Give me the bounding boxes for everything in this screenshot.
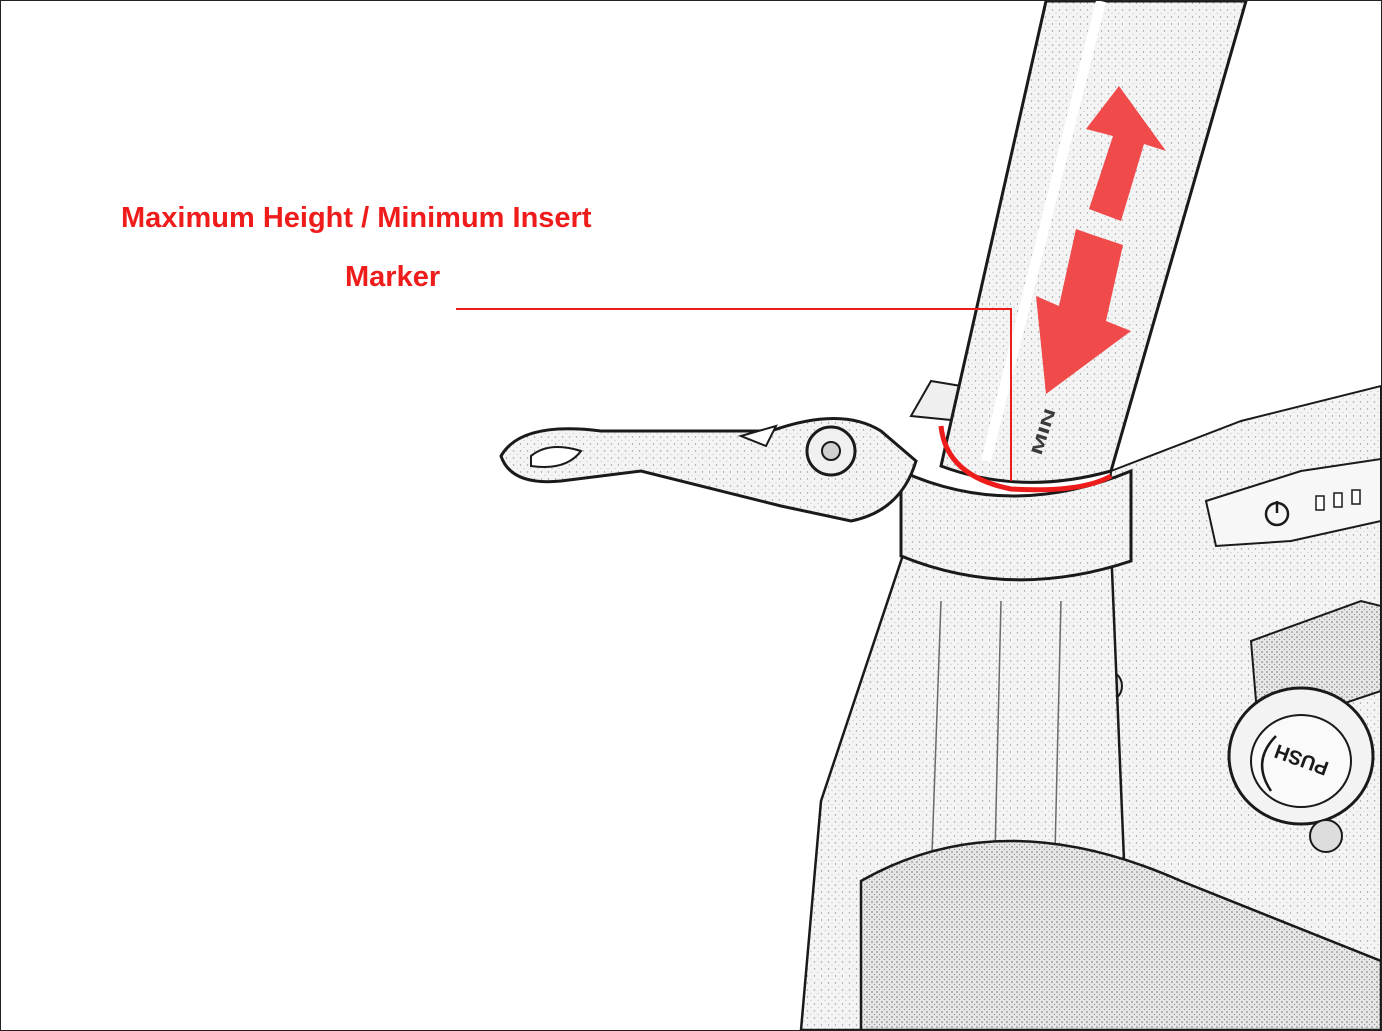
push-button-icon: PUSH <box>1229 688 1373 824</box>
quick-release-lever <box>501 419 916 522</box>
annotation-label-line1: Maximum Height / Minimum Insert <box>121 201 592 235</box>
frame-bolt-lower <box>1310 820 1342 852</box>
annotation-label-line2: Marker <box>345 260 440 294</box>
